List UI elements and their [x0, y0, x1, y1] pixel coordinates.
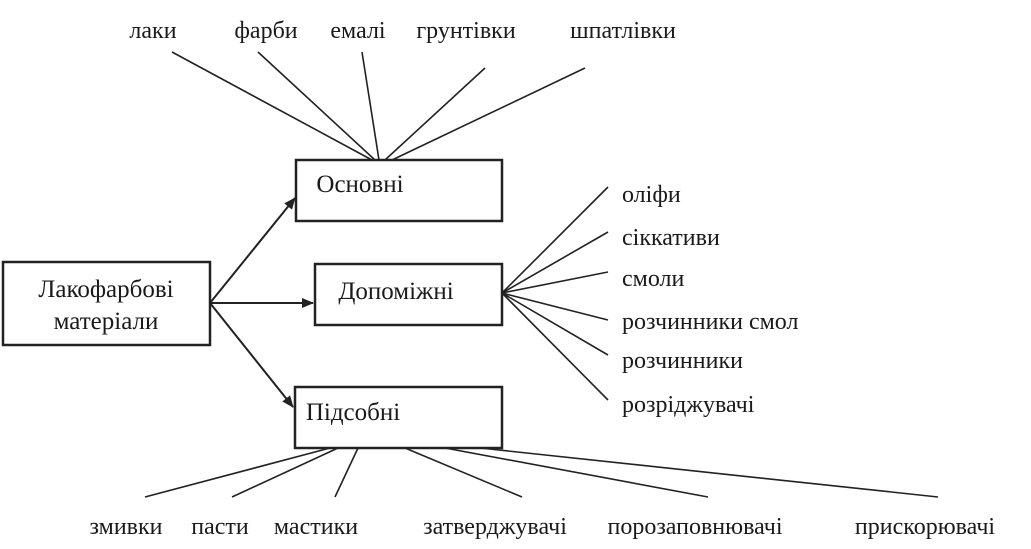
- supporting-item: затверджувачі: [423, 514, 567, 540]
- connector-sup-5: [479, 447, 939, 498]
- main-connectors: [171, 51, 586, 161]
- root-node: Лакофарбові матеріали: [1, 260, 212, 347]
- connector-aux-5: [501, 292, 609, 401]
- connector-aux-4: [501, 292, 609, 356]
- supporting-item: мастики: [274, 514, 358, 540]
- connector-sup-4: [444, 447, 709, 498]
- connector-main-2: [361, 51, 380, 161]
- connector-main-4: [391, 67, 586, 161]
- arrow-to-supporting: [209, 302, 294, 408]
- auxiliary-connectors: [501, 186, 609, 401]
- auxiliary-items: оліфи сіккативи смоли розчинники смол ро…: [622, 182, 798, 418]
- main-item: емалі: [330, 18, 386, 44]
- auxiliary-item: оліфи: [622, 182, 681, 208]
- root-box: [1, 260, 212, 347]
- supporting-connectors: [144, 447, 939, 498]
- connector-aux-3: [501, 292, 609, 321]
- root-label-line1: Лакофарбові: [38, 276, 173, 303]
- connector-main-3: [384, 67, 486, 161]
- supporting-box: [293, 385, 504, 450]
- supporting-item: прискорювачі: [855, 514, 995, 540]
- auxiliary-item: розчинники смол: [622, 309, 798, 335]
- main-label: Основні: [316, 171, 403, 198]
- connector-sup-0: [144, 447, 331, 498]
- supporting-node: Підсобні: [293, 385, 504, 450]
- main-node: Основні: [294, 158, 504, 223]
- supporting-items: змивки пасти мастики затверджувачі пороз…: [89, 514, 995, 540]
- arrow-to-main: [209, 197, 296, 304]
- supporting-label: Підсобні: [306, 399, 400, 426]
- connector-main-0: [171, 51, 373, 161]
- connector-aux-1: [501, 231, 609, 294]
- main-items: лаки фарби емалі грунтівки шпатлівки: [129, 18, 676, 44]
- auxiliary-box: [313, 262, 504, 327]
- main-item: лаки: [129, 18, 176, 44]
- connector-sup-3: [404, 447, 523, 498]
- connector-sup-2: [334, 447, 359, 498]
- supporting-item: змивки: [89, 514, 162, 540]
- connector-aux-0: [501, 186, 609, 294]
- auxiliary-item: сіккативи: [622, 225, 720, 251]
- supporting-item: порозаповнювачі: [607, 514, 782, 540]
- connector-aux-2: [501, 271, 609, 294]
- main-box: [294, 158, 504, 223]
- auxiliary-node: Допоміжні: [313, 262, 504, 327]
- connector-sup-1: [231, 447, 339, 498]
- auxiliary-label: Допоміжні: [338, 278, 453, 305]
- auxiliary-item: смоли: [622, 266, 685, 292]
- auxiliary-item: розчинники: [622, 348, 743, 374]
- main-item: фарби: [234, 18, 297, 44]
- auxiliary-item: розріджувачі: [622, 392, 755, 418]
- connector-main-1: [257, 51, 376, 161]
- root-arrows: [209, 197, 314, 408]
- main-item: шпатлівки: [570, 18, 676, 44]
- main-item: грунтівки: [416, 18, 516, 44]
- root-label-line2: матеріали: [54, 308, 159, 335]
- supporting-item: пасти: [191, 514, 249, 540]
